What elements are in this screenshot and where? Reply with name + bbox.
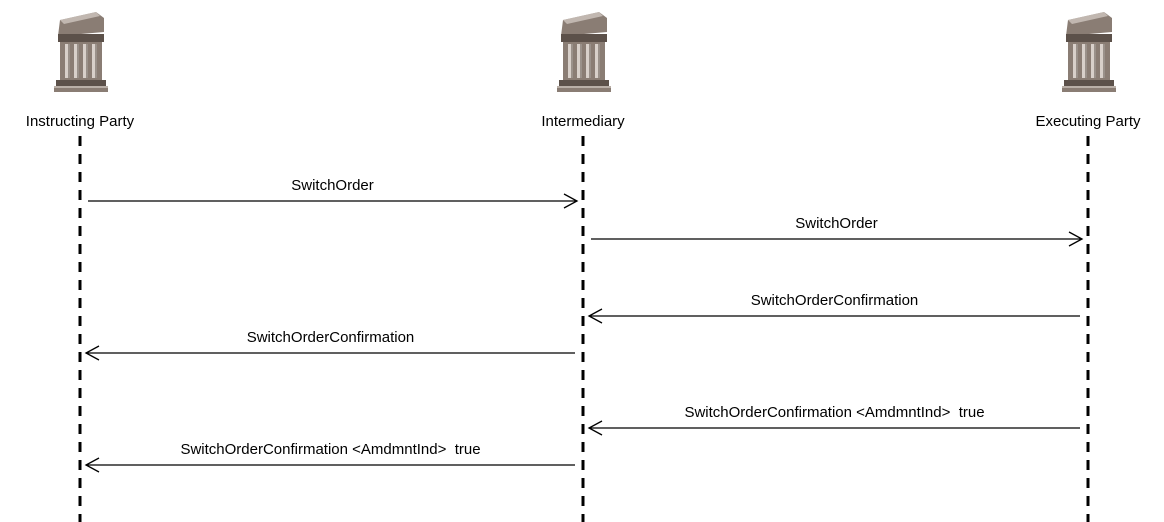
message-label: SwitchOrder: [795, 215, 878, 232]
arrowhead-icon: [1068, 231, 1084, 247]
arrowhead-icon: [563, 193, 579, 209]
message-label: SwitchOrderConfirmation <AmdmntInd> true: [180, 441, 480, 458]
message-5: SwitchOrderConfirmation <AmdmntInd> true: [587, 404, 1080, 436]
message-3: SwitchOrderConfirmation: [587, 292, 1080, 324]
participant-label: Instructing Party: [26, 113, 135, 130]
bank-building-icon: [1062, 12, 1116, 92]
message-label: SwitchOrderConfirmation <AmdmntInd> true: [684, 404, 984, 421]
message-2: SwitchOrder: [591, 215, 1084, 247]
message-label: SwitchOrder: [291, 177, 374, 194]
bank-building-icon: [557, 12, 611, 92]
arrowhead-icon: [84, 457, 100, 473]
message-6: SwitchOrderConfirmation <AmdmntInd> true: [84, 441, 575, 473]
participant-executing: Executing Party: [1035, 12, 1141, 130]
message-label: SwitchOrderConfirmation: [751, 292, 919, 309]
message-label: SwitchOrderConfirmation: [247, 329, 415, 346]
arrowhead-icon: [84, 345, 100, 361]
message-1: SwitchOrder: [88, 177, 579, 209]
arrowhead-icon: [587, 308, 603, 324]
participant-intermediary: Intermediary: [541, 12, 625, 130]
participant-label: Intermediary: [541, 113, 625, 130]
message-4: SwitchOrderConfirmation: [84, 329, 575, 361]
arrowhead-icon: [587, 420, 603, 436]
participant-instructing: Instructing Party: [26, 12, 135, 130]
bank-building-icon: [54, 12, 108, 92]
participant-label: Executing Party: [1035, 113, 1141, 130]
